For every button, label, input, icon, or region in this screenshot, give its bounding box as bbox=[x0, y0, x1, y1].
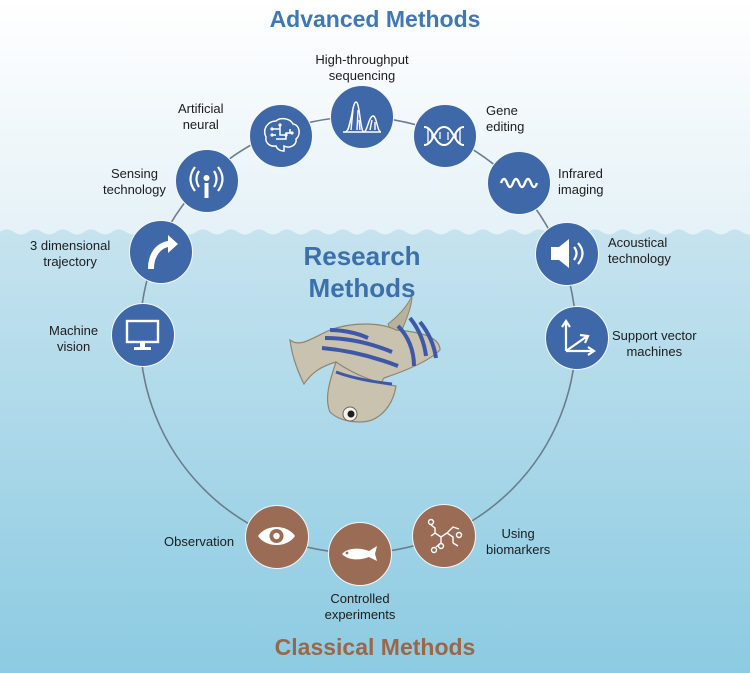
brain-circuit-icon bbox=[264, 117, 300, 152]
node-using-biomarkers bbox=[412, 504, 476, 568]
node-observation bbox=[245, 505, 309, 569]
bell-curve-peaks-icon bbox=[343, 101, 382, 133]
vector-axes-icon bbox=[561, 319, 596, 356]
node-acoustical-technology bbox=[535, 222, 599, 286]
node-high-throughput-sequencing bbox=[330, 85, 394, 149]
node-support-vector-machines bbox=[545, 306, 609, 370]
classical-methods-title: Classical Methods bbox=[274, 634, 476, 660]
center-title-line-2: Methods bbox=[308, 273, 416, 303]
monitor-icon bbox=[125, 319, 160, 350]
node-controlled-experiments bbox=[328, 522, 392, 586]
antenna-signal-icon bbox=[189, 166, 224, 198]
dna-helix-icon bbox=[423, 125, 465, 147]
node-artificial-neural bbox=[249, 104, 313, 168]
node-gene-editing bbox=[413, 104, 477, 168]
wave-signal-icon bbox=[499, 177, 539, 189]
fish-icon bbox=[342, 546, 377, 561]
speaker-icon bbox=[551, 239, 584, 268]
advanced-methods-title: Advanced Methods bbox=[269, 6, 481, 32]
molecule-icon bbox=[427, 518, 463, 554]
node-3-dimensional-trajectory bbox=[129, 220, 193, 284]
node-infrared-imaging bbox=[487, 151, 551, 215]
center-title-line-1: Research bbox=[303, 241, 421, 271]
curved-arrow-icon bbox=[148, 235, 178, 269]
label-observation: Observation bbox=[164, 534, 235, 549]
zebrafish-illustration bbox=[289, 295, 441, 423]
research-methods-title: Research Methods bbox=[262, 240, 462, 304]
node-sensing-technology bbox=[175, 149, 239, 213]
eye-icon bbox=[258, 527, 295, 545]
node-machine-vision bbox=[111, 303, 175, 367]
